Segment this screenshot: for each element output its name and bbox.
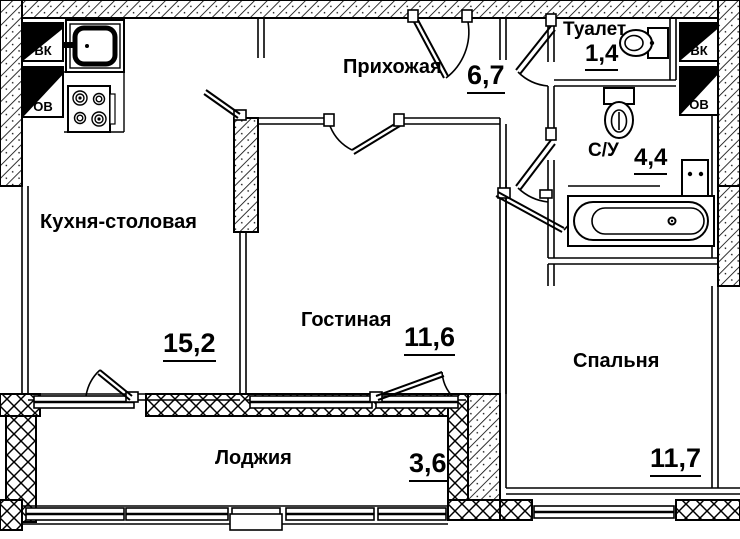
room-label-toilet: Туалет <box>563 19 627 40</box>
room-label-living: Гостиная <box>301 309 392 331</box>
stove-fixture <box>67 85 116 133</box>
toilet-fixture-wc1 <box>619 27 669 59</box>
room-label-loggia: Лоджия <box>215 447 292 469</box>
utility-box-ov-left: ОВ <box>22 66 64 118</box>
room-area-hallway: 6,7 <box>467 62 505 94</box>
utility-box-vk-right: ВК <box>679 22 719 62</box>
utility-box-label: ВК <box>690 43 708 58</box>
utility-box-vk-left: ВК <box>22 22 64 62</box>
utility-box-label: ВК <box>34 43 52 58</box>
room-area-bedroom: 11,7 <box>650 445 702 477</box>
loggia-walls <box>0 393 740 531</box>
wedge-icon <box>24 24 62 60</box>
toilet-fixture-wc2 <box>603 87 635 139</box>
kitchen-fixtures <box>63 19 125 133</box>
wedge-icon <box>681 24 717 60</box>
utility-box-ov-right: ОВ <box>679 66 719 116</box>
wedge-icon <box>681 68 717 114</box>
doors <box>85 9 579 403</box>
bathtub-fixture <box>567 195 715 247</box>
bathroom-fixtures <box>539 87 715 247</box>
sink-fixture <box>63 19 125 73</box>
washing-machine-fixture <box>681 159 709 201</box>
room-label-kitchen: Кухня-столовая <box>40 211 197 233</box>
room-area-loggia: 3,6 <box>409 450 447 482</box>
utility-box-label: ОВ <box>33 99 53 114</box>
room-label-bathroom: С/У <box>588 140 619 161</box>
room-area-kitchen: 15,2 <box>163 330 216 362</box>
utility-box-label: ОВ <box>689 97 709 112</box>
wedge-icon <box>24 68 62 116</box>
windows <box>25 395 675 531</box>
room-label-hallway: Прихожая <box>343 56 442 78</box>
room-area-living: 11,6 <box>404 324 456 356</box>
room-area-bathroom: 4,4 <box>634 146 668 175</box>
room-label-bedroom: Спальня <box>573 350 660 372</box>
room-area-toilet: 1,4 <box>585 42 619 71</box>
structural-walls <box>0 0 740 513</box>
